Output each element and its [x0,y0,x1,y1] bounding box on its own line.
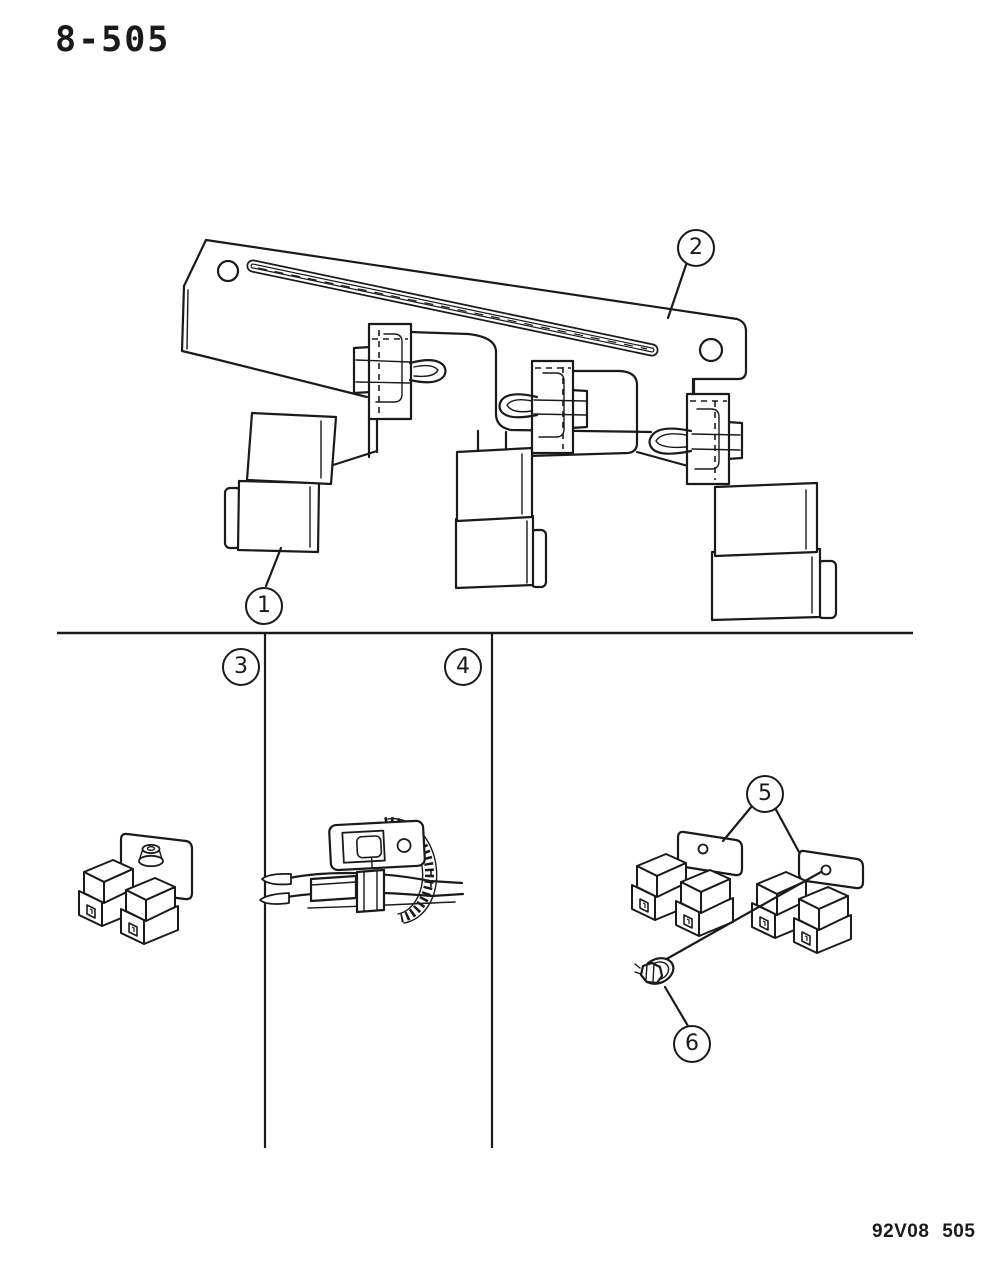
callout-2-number: 2 [689,235,703,260]
callout-2: 2 [677,229,715,267]
callout-4-number: 4 [456,654,470,679]
callout-3: 3 [222,648,260,686]
figure-code: 92V08 505 [872,1221,976,1242]
bracket-hole-right [698,337,724,363]
relay-right [710,481,838,622]
leader-callout-2 [666,260,689,320]
strap-buckle [355,868,386,914]
relay-middle [454,446,548,590]
relay-iso-b [120,877,179,945]
relay-left [223,411,338,554]
bracket-stud-hole-right [820,864,832,876]
relay-bracket-left [676,830,744,877]
callout-5: 5 [746,775,784,813]
leader-callout-1 [264,546,283,588]
leader-callout-5a [721,804,754,843]
callout-3-number: 3 [234,654,248,679]
callout-1-number: 1 [257,593,271,618]
callout-5-number: 5 [758,781,772,806]
relay-iso-f [793,886,852,954]
relay-clip-right [648,392,744,486]
relay-bracket-assembly-drawing [180,238,838,622]
callout-6-number: 6 [685,1031,699,1056]
callout-1: 1 [245,587,283,625]
relay-clip-middle [498,359,589,455]
page-number: 8-505 [55,20,171,60]
relay-pairs-nut-drawing [631,804,865,1028]
mounting-bracket [180,238,748,468]
relay-pair-bracket-drawing [78,832,194,945]
bracket-stud-hole-left [697,843,709,855]
bracket-hole-left [216,259,240,283]
mounting-stud [138,843,164,868]
callout-6: 6 [673,1025,711,1063]
leader-callout-5b [772,804,801,854]
relay-tie-strap-drawing [259,817,465,924]
harness-connector [309,874,358,903]
leader-nut-to-bracket [661,870,823,963]
leader-callout-6 [663,985,690,1028]
callout-4: 4 [444,648,482,686]
relay-clip-left [352,322,447,421]
hex-nut [634,957,675,985]
strap-relay [328,819,426,872]
